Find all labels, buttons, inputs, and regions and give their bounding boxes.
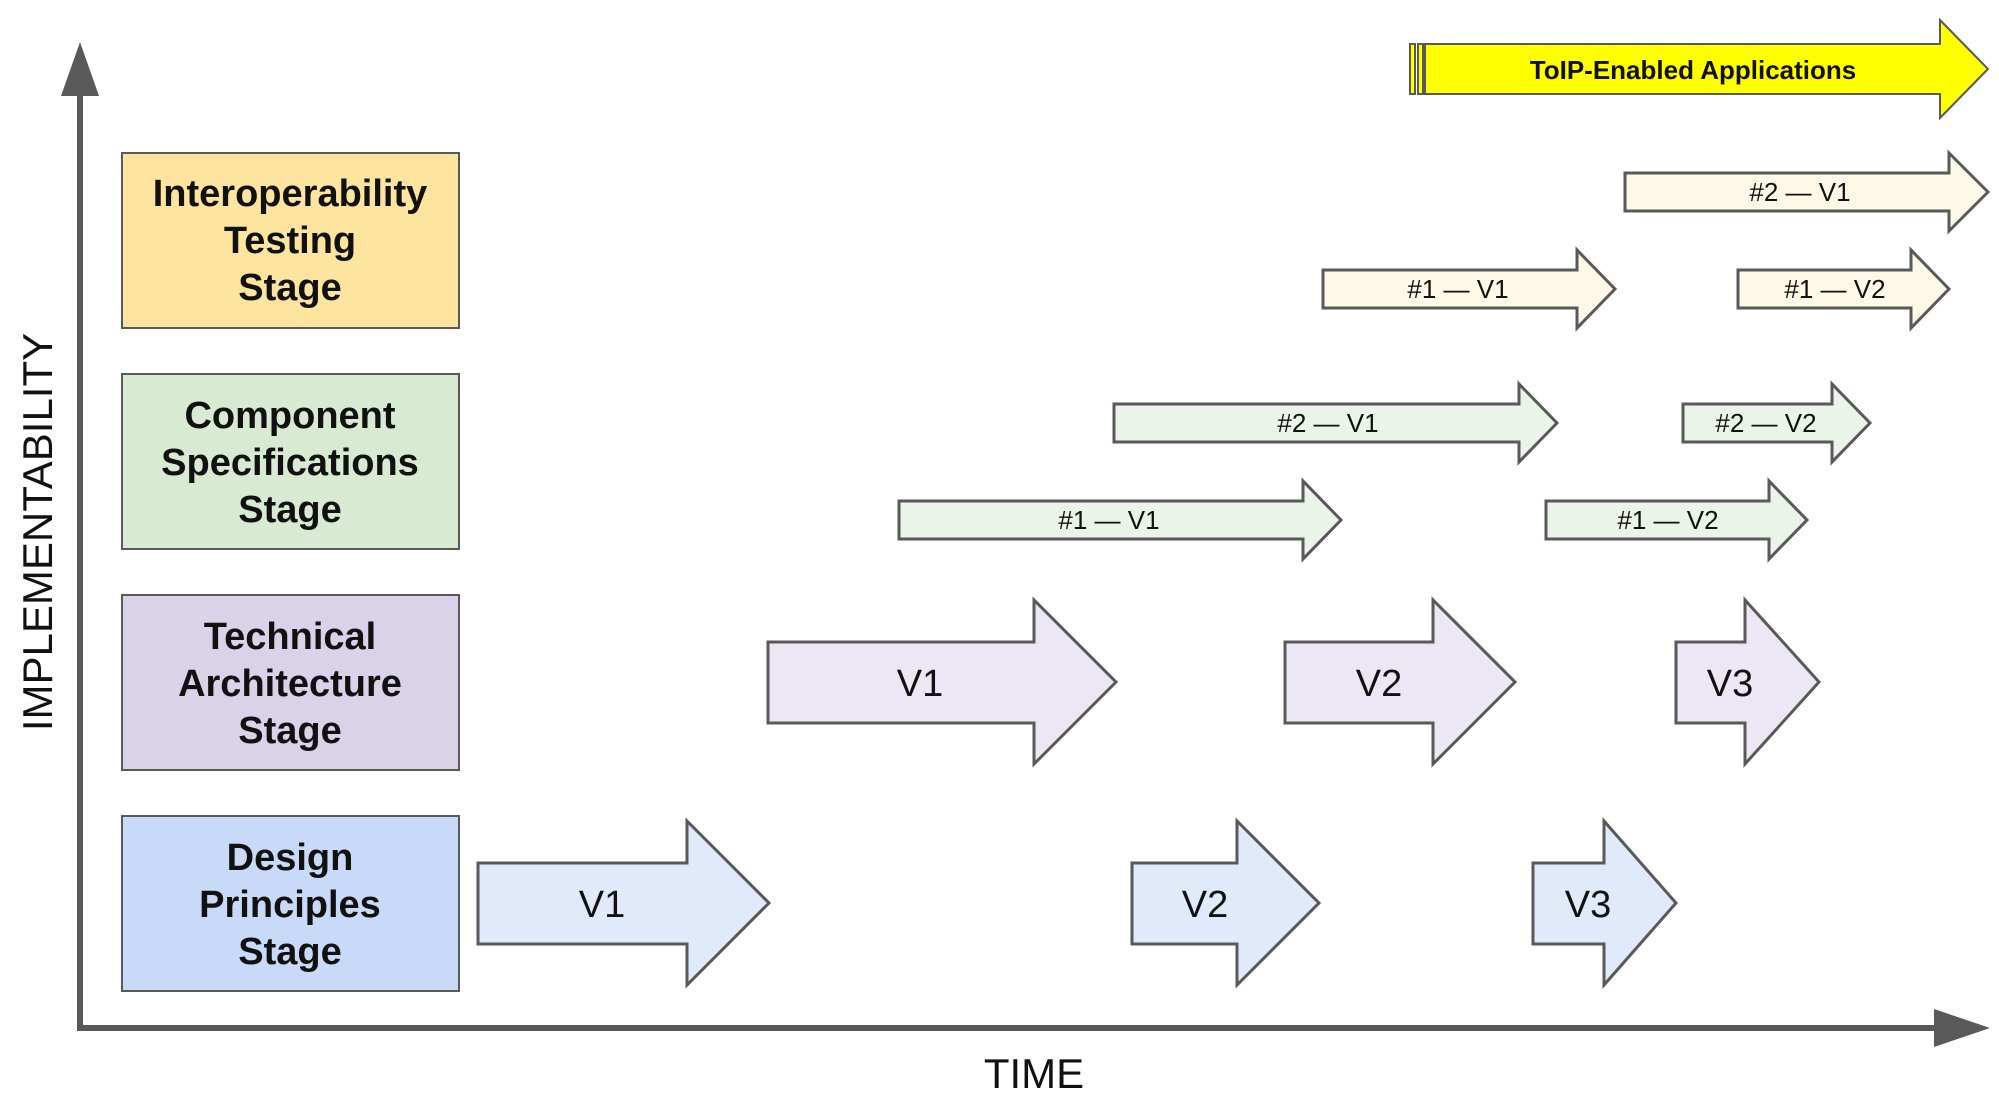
y-axis-label: IMPLEMENTABILITY — [14, 333, 61, 731]
component-arrow-2-v1-shape — [1112, 380, 1560, 466]
applications-arrow: ToIP-Enabled Applications — [1409, 17, 1990, 121]
stage-label-testing-line3: Stage — [238, 267, 341, 309]
component-arrows: #2 — V1 #2 — V2 #1 — V1 #1 — V2 — [897, 380, 1873, 563]
stage-label-component-line1: Component — [184, 395, 395, 437]
component-arrow-2-v1: #2 — V1 — [1112, 380, 1560, 466]
design-arrow-v2-label: V2 — [1182, 884, 1228, 926]
stage-box-architecture: Technical Architecture Stage — [121, 594, 460, 771]
design-arrow-v1-shape — [476, 817, 772, 989]
design-arrow-v3: V3 — [1531, 817, 1678, 989]
stage-label-architecture-line1: Technical — [204, 616, 376, 658]
design-arrow-v2: V2 — [1130, 817, 1322, 989]
component-arrow-2-v2-shape — [1681, 380, 1873, 466]
testing-arrow-2-v1-shape — [1623, 149, 1991, 235]
stage-label-architecture-line3: Stage — [238, 710, 341, 752]
testing-arrow-1-v2-shape — [1736, 246, 1952, 332]
testing-arrow-1-v1-shape — [1321, 246, 1618, 332]
architecture-arrow-v1: V1 — [766, 596, 1119, 768]
y-axis-arrowhead — [61, 42, 99, 96]
architecture-arrow-v2-shape — [1283, 596, 1518, 768]
applications-arrow-tail-stripe — [1417, 43, 1424, 95]
design-arrow-v3-shape — [1531, 817, 1678, 989]
component-arrow-2-v1-label: #2 — V1 — [1277, 408, 1378, 438]
component-arrow-1-v2-label: #1 — V2 — [1617, 505, 1718, 535]
stage-box-testing: Interoperability Testing Stage — [121, 152, 460, 329]
x-axis-arrowhead — [1934, 1009, 1990, 1047]
stage-box-design: Design Principles Stage — [121, 815, 460, 992]
stage-label-design-line1: Design — [227, 837, 354, 879]
applications-arrow-shape — [1424, 17, 1990, 121]
stage-label-design-line2: Principles — [199, 884, 381, 926]
design-arrow-v2-shape — [1130, 817, 1322, 989]
architecture-arrow-v1-label: V1 — [897, 663, 943, 705]
stage-label-design-line3: Stage — [238, 931, 341, 973]
architecture-arrow-v2: V2 — [1283, 596, 1518, 768]
component-arrow-1-v2: #1 — V2 — [1544, 477, 1810, 563]
testing-arrow-2-v1: #2 — V1 — [1623, 149, 1991, 235]
testing-arrow-2-v1-label: #2 — V1 — [1749, 177, 1850, 207]
architecture-arrow-v3-shape — [1674, 596, 1822, 768]
testing-arrows: #2 — V1 #1 — V1 #1 — V2 — [1321, 149, 1991, 332]
testing-arrow-1-v2-label: #1 — V2 — [1784, 274, 1885, 304]
testing-arrow-1-v1-label: #1 — V1 — [1407, 274, 1508, 304]
stage-label-component-line2: Specifications — [161, 442, 419, 484]
stage-boxes: Interoperability Testing Stage Component… — [121, 152, 460, 992]
architecture-arrow-v3-label: V3 — [1707, 663, 1753, 705]
design-arrow-v1: V1 — [476, 817, 772, 989]
stage-label-architecture-line2: Architecture — [178, 663, 402, 705]
stage-label-testing-line2: Testing — [224, 220, 356, 262]
stage-label-testing-line1: Interoperability — [153, 173, 428, 215]
architecture-arrow-v1-shape — [766, 596, 1119, 768]
design-arrows: V1 V2 V3 — [476, 817, 1678, 989]
testing-arrow-1-v2: #1 — V2 — [1736, 246, 1952, 332]
testing-arrow-1-v1: #1 — V1 — [1321, 246, 1618, 332]
component-arrow-2-v2: #2 — V2 — [1681, 380, 1873, 466]
applications-arrow-label: ToIP-Enabled Applications — [1530, 55, 1856, 85]
x-axis-label: TIME — [984, 1050, 1084, 1097]
architecture-arrow-v2-label: V2 — [1356, 663, 1402, 705]
component-arrow-1-v2-shape — [1544, 477, 1810, 563]
component-arrow-1-v1: #1 — V1 — [897, 477, 1344, 563]
design-arrow-v1-label: V1 — [579, 884, 625, 926]
applications-arrow-tail-stripe — [1409, 43, 1416, 95]
axes: IMPLEMENTABILITY TIME — [14, 42, 1990, 1097]
architecture-arrows: V1 V2 V3 — [766, 596, 1822, 768]
stage-label-component-line3: Stage — [238, 489, 341, 531]
component-arrow-1-v1-label: #1 — V1 — [1058, 505, 1159, 535]
design-arrow-v3-label: V3 — [1565, 884, 1611, 926]
component-arrow-2-v2-label: #2 — V2 — [1715, 408, 1816, 438]
architecture-arrow-v3: V3 — [1674, 596, 1822, 768]
component-arrow-1-v1-shape — [897, 477, 1344, 563]
stage-box-component: Component Specifications Stage — [121, 373, 460, 550]
